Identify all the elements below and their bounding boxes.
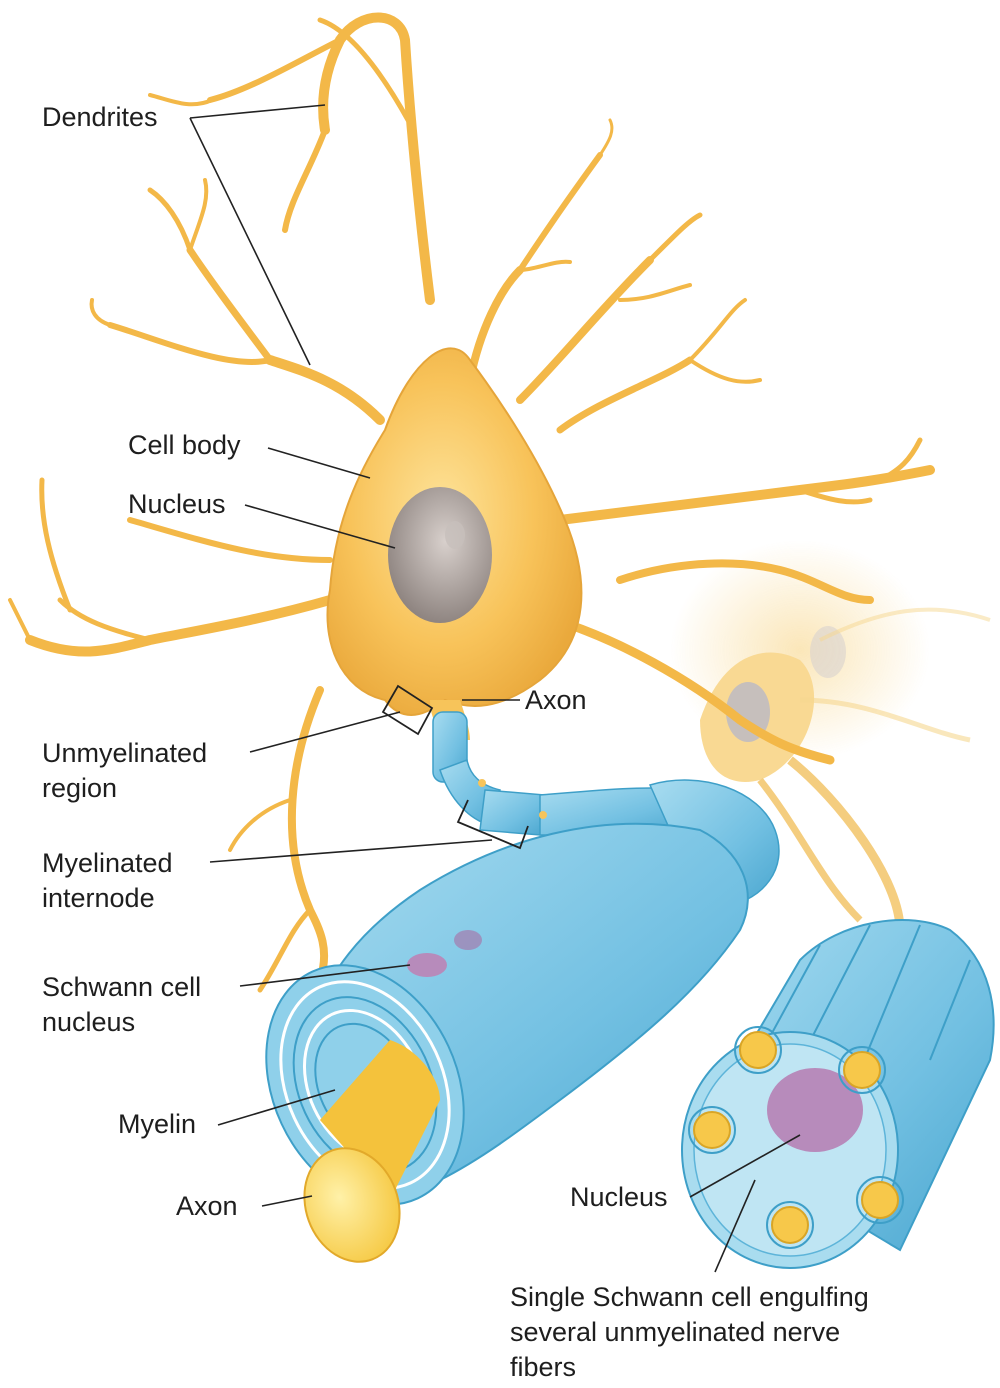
unmyelinated-region-label: Unmyelinated region [42, 736, 207, 806]
nucleus-label-bottom: Nucleus [570, 1180, 668, 1215]
schwann-cell-nucleus-label: Schwann cell nucleus [42, 970, 201, 1040]
cell-body-label: Cell body [128, 428, 241, 463]
single-schwann-cell-label: Single Schwann cell engulfing several un… [510, 1280, 869, 1385]
unmyelinated-bundle [682, 920, 994, 1268]
nucleus-label-top: Nucleus [128, 487, 226, 522]
nucleus-shape [388, 487, 492, 623]
myelinated-internode-label: Myelinated internode [42, 846, 173, 916]
dendrites-label: Dendrites [42, 100, 158, 135]
axon-label-top: Axon [525, 683, 587, 718]
myelin-label: Myelin [118, 1107, 196, 1142]
axon-label-bottom: Axon [176, 1189, 238, 1224]
schwann-nucleus-shape [407, 953, 447, 977]
